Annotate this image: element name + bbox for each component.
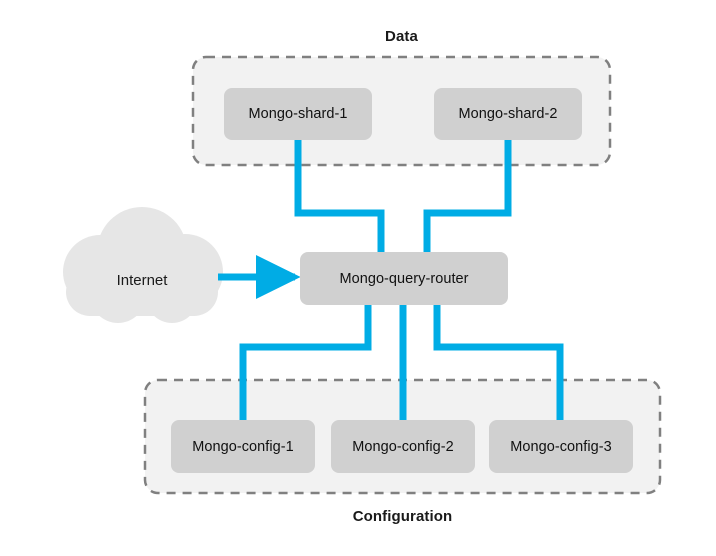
connector-shard-2-to-router — [423, 140, 512, 252]
group-label-data: Data — [385, 28, 418, 45]
cloud-icon — [63, 207, 223, 323]
node-mongo-shard-2[interactable]: Mongo-shard-2 — [434, 88, 582, 140]
connector-router-to-config-1 — [239, 305, 372, 420]
node-mongo-config-1[interactable]: Mongo-config-1 — [171, 420, 315, 473]
node-mongo-query-router[interactable]: Mongo-query-router — [300, 252, 508, 305]
connector-shard-1-to-router — [294, 140, 385, 252]
connector-router-to-config-3 — [433, 305, 564, 420]
cloud-label-internet: Internet — [116, 272, 168, 289]
node-mongo-config-3[interactable]: Mongo-config-3 — [489, 420, 633, 473]
node-mongo-config-2[interactable]: Mongo-config-2 — [331, 420, 475, 473]
node-mongo-shard-1[interactable]: Mongo-shard-1 — [224, 88, 372, 140]
group-label-configuration: Configuration — [352, 508, 453, 525]
